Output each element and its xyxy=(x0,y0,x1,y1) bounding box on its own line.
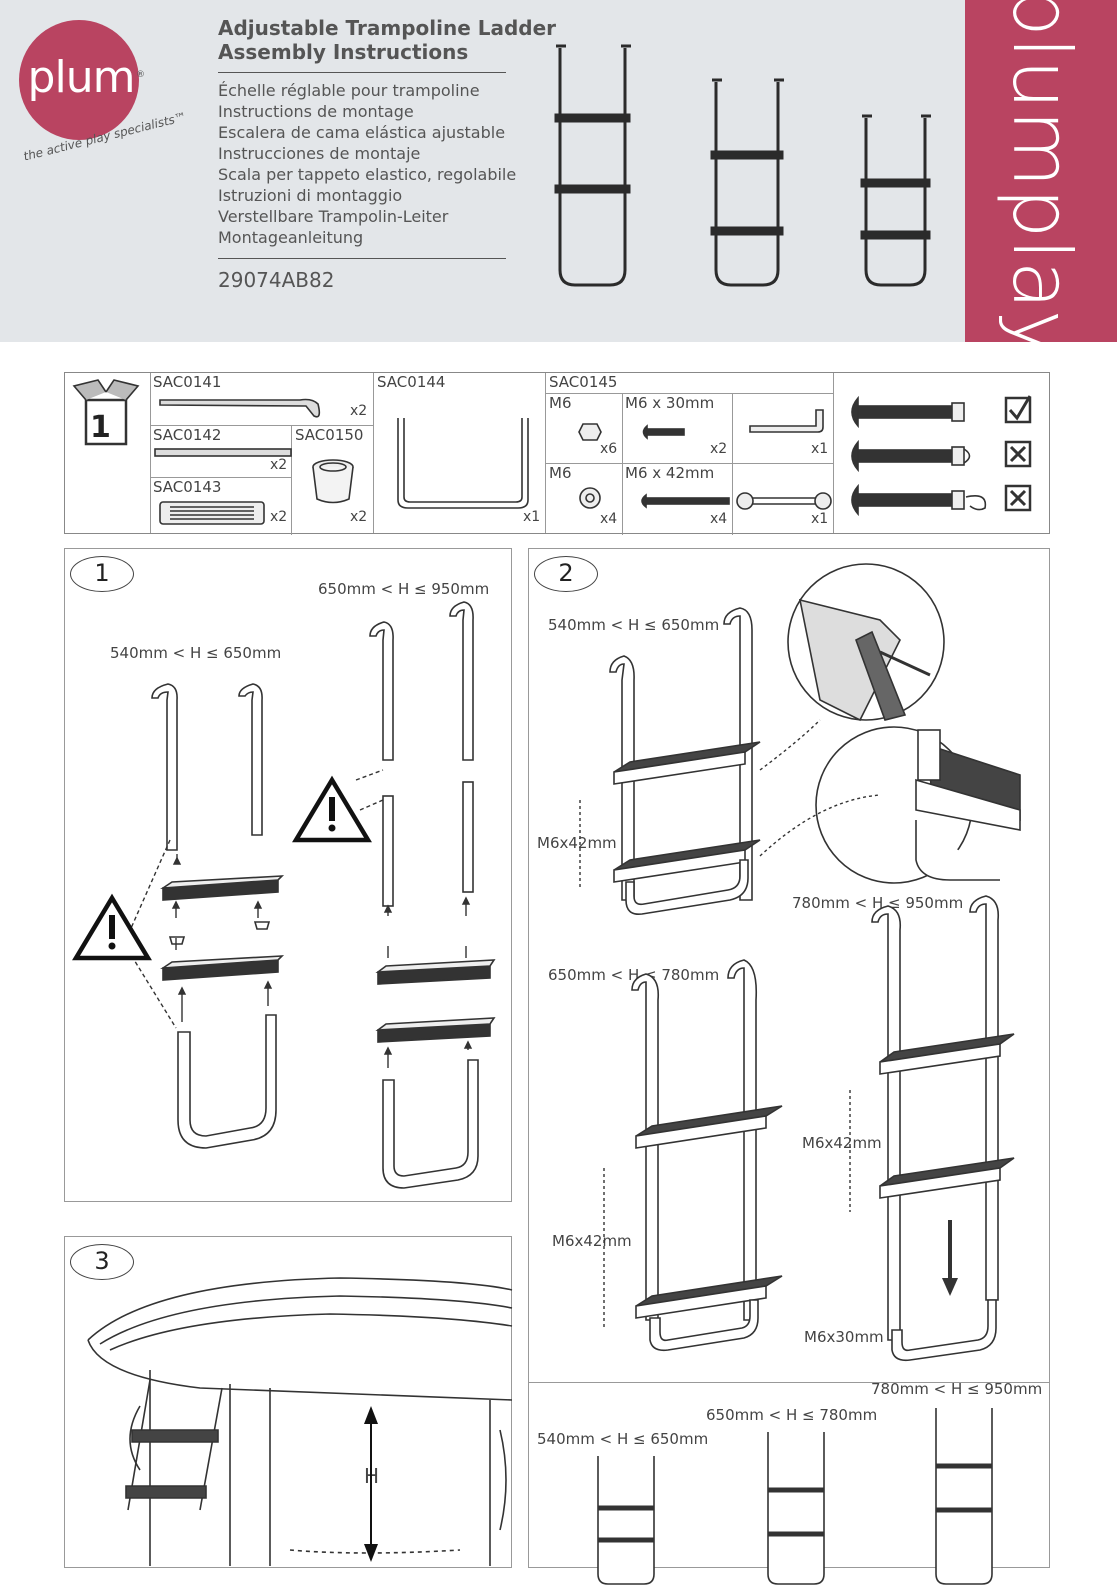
divider xyxy=(528,1382,1050,1383)
hardware-label: M6 xyxy=(549,394,572,412)
part-qty: x2 xyxy=(350,509,368,525)
part-code: SAC0142 xyxy=(153,426,222,444)
divider xyxy=(545,373,546,533)
lang-line: Instructions de montage xyxy=(218,102,414,121)
header-ladders-illustration xyxy=(554,44,931,287)
brand-bar xyxy=(965,0,1117,342)
part-code: SAC0145 xyxy=(549,373,618,391)
logo-word: plum xyxy=(27,52,136,103)
divider xyxy=(218,258,506,259)
hardware-label: M6 x 30mm xyxy=(625,394,715,412)
divider xyxy=(291,425,292,535)
hardware-qty: x1 xyxy=(811,511,829,527)
step-1-number: 1 xyxy=(70,556,134,592)
hardware-qty: x6 xyxy=(600,441,618,457)
divider xyxy=(218,72,506,73)
bolt-label-c: M6x42mm xyxy=(802,1134,882,1152)
bolt-label-a: M6x42mm xyxy=(537,834,617,852)
lang-line: Échelle réglable pour trampoline xyxy=(218,81,480,100)
bolt-label-d: M6x30mm xyxy=(804,1328,884,1346)
step-3-panel xyxy=(64,1236,512,1568)
bolt-label-b: M6x42mm xyxy=(552,1232,632,1250)
logo-registered-mark: ® xyxy=(136,70,145,80)
divider xyxy=(150,477,291,478)
divider xyxy=(373,373,374,533)
part-qty: x2 xyxy=(270,509,288,525)
title-line-1: Adjustable Trampoline Ladder xyxy=(218,16,557,40)
title-line-2: Assembly Instructions xyxy=(218,40,469,64)
step-1-range-b: 650mm < H ≤ 950mm xyxy=(318,580,490,598)
divider xyxy=(732,393,733,535)
divider xyxy=(545,463,833,464)
step-3-number: 3 xyxy=(70,1244,134,1280)
box-number: 1 xyxy=(90,410,111,445)
parts-table: SAC0141 x2 SAC0142 x2 SAC0143 x2 SAC0150… xyxy=(64,372,1050,535)
hardware-qty: x2 xyxy=(710,441,728,457)
plum-logo xyxy=(19,20,139,140)
part-qty: x2 xyxy=(350,403,368,419)
part-qty: x2 xyxy=(270,457,288,473)
part-code: SAC0141 xyxy=(153,373,222,391)
lang-line: Scala per tappeto elastico, regolabile xyxy=(218,165,517,184)
lang-line: Istruzioni di montaggio xyxy=(218,186,403,205)
part-qty: x1 xyxy=(523,509,541,525)
summary-range-b: 650mm < H ≤ 780mm xyxy=(706,1406,878,1424)
part-code: SAC0144 xyxy=(377,373,446,391)
hardware-qty: x1 xyxy=(811,441,829,457)
product-code: 29074AB82 xyxy=(218,268,335,292)
step-2-number: 2 xyxy=(534,556,598,592)
summary-range-a: 540mm < H ≤ 650mm xyxy=(537,1430,709,1448)
step-1-panel xyxy=(64,548,512,1202)
summary-range-c: 780mm < H ≤ 950mm xyxy=(871,1380,1043,1398)
hardware-label: M6 xyxy=(549,464,572,482)
divider xyxy=(833,373,834,533)
hardware-qty: x4 xyxy=(600,511,618,527)
step-1-range-a: 540mm < H ≤ 650mm xyxy=(110,644,282,662)
part-code: SAC0150 xyxy=(295,426,364,444)
step-2-range-c: 780mm < H ≤ 950mm xyxy=(792,894,964,912)
hardware-label: M6 x 42mm xyxy=(625,464,715,482)
lang-line: Instrucciones de montaje xyxy=(218,144,421,163)
lang-line: Verstellbare Trampolin-Leiter xyxy=(218,207,449,226)
divider xyxy=(150,425,373,426)
step-2-range-a: 540mm < H ≤ 650mm xyxy=(548,616,720,634)
divider xyxy=(545,393,833,394)
hardware-qty: x4 xyxy=(710,511,728,527)
document-title: Adjustable Trampoline Ladder Assembly In… xyxy=(218,16,556,64)
divider xyxy=(622,393,623,535)
lang-line: Montageanleitung xyxy=(218,228,364,247)
divider xyxy=(150,373,151,533)
translations: Échelle réglable pour trampoline Instruc… xyxy=(218,80,516,248)
step-2-range-b: 650mm < H ≤ 780mm xyxy=(548,966,720,984)
part-code: SAC0143 xyxy=(153,478,222,496)
lang-line: Escalera de cama elástica ajustable xyxy=(218,123,506,142)
